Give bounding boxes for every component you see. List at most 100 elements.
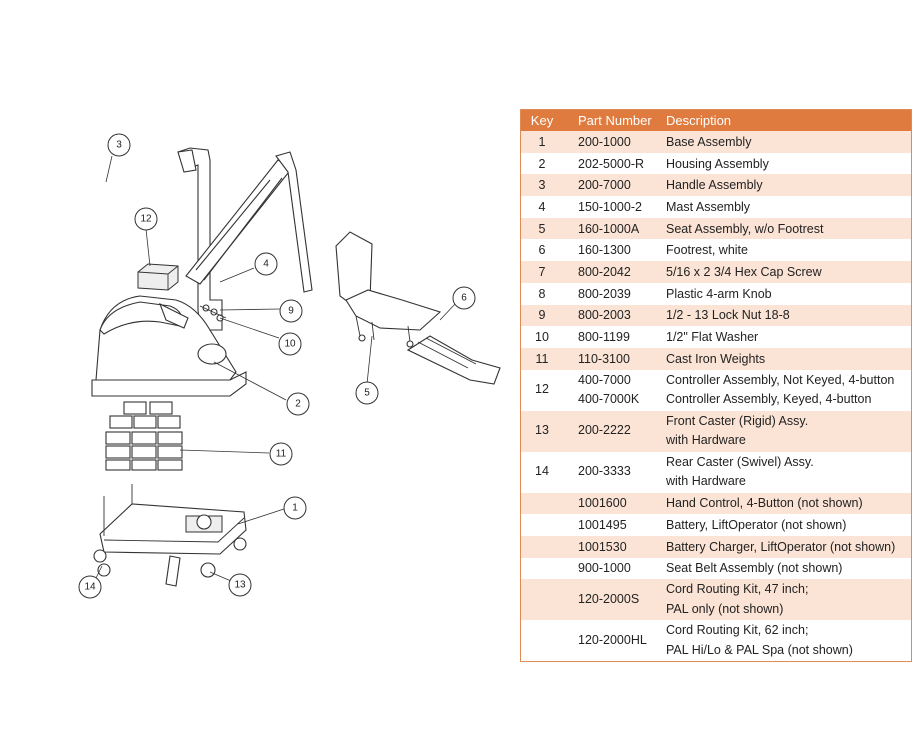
cell-key: 4 <box>521 196 564 218</box>
cell-description-text: Cast Iron Weights <box>666 351 766 366</box>
cell-key-text: 11 <box>535 351 549 366</box>
table-row: 11 110-3100 Cast Iron Weights <box>520 347 912 370</box>
cell-key-text: 14 <box>535 464 549 479</box>
callout-11: 11 <box>269 442 293 466</box>
cell-key-text: 5 <box>538 221 546 236</box>
cell-description-text: Hand Control, 4-Button (not shown) <box>666 496 863 511</box>
cell-key-text: 7 <box>538 264 546 279</box>
callout-label: 14 <box>84 582 96 593</box>
cell-key: 1 <box>520 131 563 153</box>
cell-part-number: 120-2000HL <box>563 620 662 662</box>
cell-part-number: 160-1300 <box>563 239 662 261</box>
callout-label: 9 <box>288 306 294 317</box>
table-row: 5 160-1000A Seat Assembly, w/o Footrest <box>520 217 912 240</box>
cell-description: Cord Routing Kit, 47 inch;PAL only (not … <box>662 579 912 621</box>
cell-part-number-text: 200-2222 <box>578 423 631 438</box>
cell-part-number: 110-3100 <box>563 347 662 370</box>
cell-description: Cord Routing Kit, 62 inch;PAL Hi/Lo & PA… <box>662 620 912 662</box>
cell-part-number-text: 200-7000 <box>578 178 631 193</box>
cell-part-number-text: 800-1199 <box>578 330 630 345</box>
cell-key: 12 <box>521 370 564 411</box>
column-header-key: Key <box>520 109 563 131</box>
cell-description-text: Battery Charger, LiftOperator (not shown… <box>666 539 896 554</box>
callout-label: 11 <box>276 449 287 460</box>
cell-key: 14 <box>521 452 564 493</box>
table-row: 13 200-2222 Front Caster (Rigid) Assy.with… <box>520 410 912 452</box>
cell-part-number-text: 1001530 <box>578 539 627 554</box>
cell-description-text: Seat Assembly, w/o Footrest <box>666 221 824 236</box>
cell-description-text-line2: with Hardware <box>666 433 746 448</box>
cell-description-text: 5/16 x 2 3/4 Hex Cap Screw <box>666 264 822 279</box>
cell-part-number-text: 800-2042 <box>578 264 631 279</box>
callout-6: 6 <box>452 286 476 310</box>
cell-key-text: 3 <box>538 178 546 193</box>
callout-label: 12 <box>140 214 152 225</box>
callout-5: 5 <box>355 381 379 405</box>
hardware-drawing <box>199 304 227 322</box>
cell-key <box>520 579 563 621</box>
cell-part-number: 120-2000S <box>563 579 662 621</box>
table-header-row: Key Part Number Description <box>520 109 912 131</box>
cell-key-text: 1 <box>538 134 546 149</box>
table-row: 7 800-2042 5/16 x 2 3/4 Hex Cap Screw <box>520 261 912 283</box>
cell-description: Front Caster (Rigid) Assy.with Hardware <box>662 410 912 452</box>
cell-description-text: Battery, LiftOperator (not shown) <box>666 518 847 533</box>
callout-2: 2 <box>286 392 310 416</box>
column-header-part-number: Part Number <box>563 109 662 131</box>
cell-key <box>521 620 564 662</box>
cell-key <box>521 558 564 580</box>
cell-key: 10 <box>521 326 564 348</box>
cell-description-text: Base Assembly <box>666 134 752 149</box>
cell-key-text: 13 <box>535 423 549 438</box>
table-row: 10 800-1199 1/2" Flat Washer <box>521 326 912 348</box>
callout-label: 3 <box>116 140 122 151</box>
cell-description: Housing Assembly <box>662 153 912 175</box>
callout-14: 14 <box>78 575 102 599</box>
cell-description: Battery Charger, LiftOperator (not shown… <box>662 535 912 558</box>
cell-description: 1/2 - 13 Lock Nut 18-8 <box>662 304 912 327</box>
cell-part-number-text: 110-3100 <box>578 351 630 366</box>
cell-part-number: 160-1000A <box>563 217 662 240</box>
cell-key: 3 <box>520 174 563 197</box>
cell-description: Seat Assembly, w/o Footrest <box>662 217 912 240</box>
callout-13: 13 <box>228 573 252 597</box>
weights-drawing <box>105 401 183 471</box>
cell-part-number: 200-7000 <box>563 174 662 197</box>
cell-description-text: Cord Routing Kit, 62 inch; <box>666 623 809 638</box>
callout-9: 9 <box>279 299 303 323</box>
cell-key <box>521 514 564 536</box>
cell-part-number: 1001530 <box>563 535 662 558</box>
callout-label: 10 <box>284 339 296 350</box>
cell-key-text: 8 <box>538 286 546 301</box>
cell-description-text: Rear Caster (Swivel) Assy. <box>666 454 814 469</box>
cell-part-number: 900-1000 <box>563 558 662 580</box>
cell-key: 8 <box>521 283 564 305</box>
cell-key: 7 <box>520 261 563 283</box>
handle-assembly-drawing <box>80 178 112 293</box>
cell-part-number: 150-1000-2 <box>563 196 662 218</box>
callout-4: 4 <box>254 252 278 276</box>
cell-key: 2 <box>521 153 564 175</box>
cell-description: Handle Assembly <box>662 174 912 197</box>
cell-part-number-text: 800-2003 <box>578 308 631 323</box>
cell-description-text: 1/2" Flat Washer <box>666 330 759 345</box>
housing-drawing <box>91 295 247 397</box>
cell-part-number-text: 160-1000A <box>578 221 640 236</box>
cell-part-number-text: 160-1300 <box>578 243 631 258</box>
callout-label: 4 <box>263 259 269 270</box>
cell-description-text-line2: with Hardware <box>666 474 746 489</box>
callout-10: 10 <box>278 332 302 356</box>
table-row: 1001530 Battery Charger, LiftOperator (no… <box>520 535 912 558</box>
cell-description: 5/16 x 2 3/4 Hex Cap Screw <box>662 261 912 283</box>
